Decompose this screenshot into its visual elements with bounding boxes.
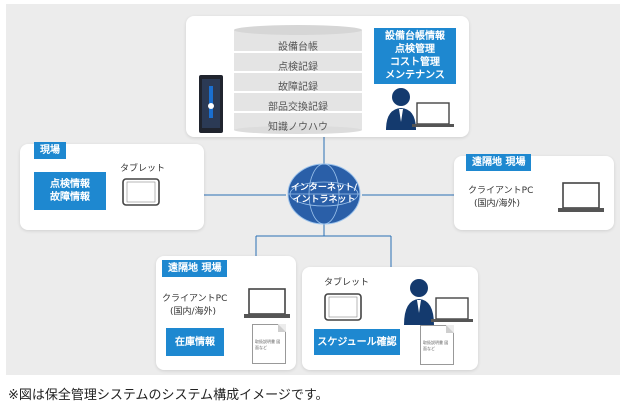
document-icon: 取扱説明書 図面など (420, 325, 454, 365)
client-pc-sub: (国内/海外) (170, 307, 217, 317)
client-pc-sub: (国内/海外) (474, 199, 521, 209)
remote-tag: 遠隔地 現場 (466, 154, 532, 171)
laptop-icon (558, 182, 604, 212)
remote-pc-card: 遠隔地 現場 クライアントPC (国内/海外) (454, 154, 614, 230)
db-layer: 部品交換記録 (268, 102, 328, 113)
client-pc-label: クライアントPC (162, 294, 228, 304)
schedule-card: タブレット スケジュール確認 取扱説明書 図面など (302, 267, 478, 370)
info-line: 設備台帳情報 (385, 31, 445, 42)
db-layer: 設備台帳 (278, 42, 318, 53)
client-pc-label: クライアントPC (468, 186, 534, 196)
server-info-box: 設備台帳情報 点検管理 コスト管理 メンテナンス (374, 28, 456, 84)
connection-lines (204, 137, 454, 267)
site-info-box: 点検情報 故障情報 (34, 172, 106, 210)
info-line: 点検情報 (50, 179, 90, 190)
tablet-label: タブレット (324, 278, 370, 288)
network-label: インターネット/ イントラネット (290, 183, 358, 205)
info-line: メンテナンス (385, 70, 445, 81)
operator-with-laptop-icon (404, 279, 473, 325)
tablet-label: タブレット (120, 164, 166, 174)
system-diagram: 設備台帳 点検記録 故障記録 部品交換記録 知識ノウハウ 設備台帳情報 点検管理… (6, 4, 620, 375)
database-stack: 設備台帳 点検記録 故障記録 部品交換記録 知識ノウハウ (234, 24, 362, 134)
inventory-info-box: 在庫情報 (166, 328, 224, 356)
db-layer: 知識ノウハウ (268, 122, 328, 133)
site-card: 現場 点検情報 故障情報 タブレット (20, 142, 204, 230)
globe-icon (287, 163, 361, 225)
remote-inventory-card: 遠隔地 現場 クライアントPC (国内/海外) 在庫情報 取扱説明書 図面など (156, 256, 296, 370)
db-layer: 点検記録 (278, 62, 318, 73)
tablet-icon (324, 293, 362, 321)
info-line: コスト管理 (390, 57, 440, 68)
database-icon (234, 25, 362, 134)
site-tag: 現場 (34, 142, 66, 159)
schedule-info-box: スケジュール確認 (314, 329, 400, 355)
server-tower-icon (199, 75, 223, 133)
operator-with-laptop-icon (386, 88, 454, 130)
footnote: ※図は保全管理システムのシステム構成イメージです。 (8, 388, 329, 403)
info-line: 点検管理 (395, 44, 435, 55)
db-layer: 故障記録 (278, 82, 318, 93)
tablet-icon (122, 178, 160, 206)
laptop-icon (244, 288, 290, 318)
server-card: 設備台帳 点検記録 故障記録 部品交換記録 知識ノウハウ 設備台帳情報 点検管理… (186, 16, 469, 137)
document-icon: 取扱説明書 図面など (252, 324, 286, 364)
info-line: 故障情報 (50, 192, 90, 203)
remote-tag: 遠隔地 現場 (162, 260, 228, 277)
